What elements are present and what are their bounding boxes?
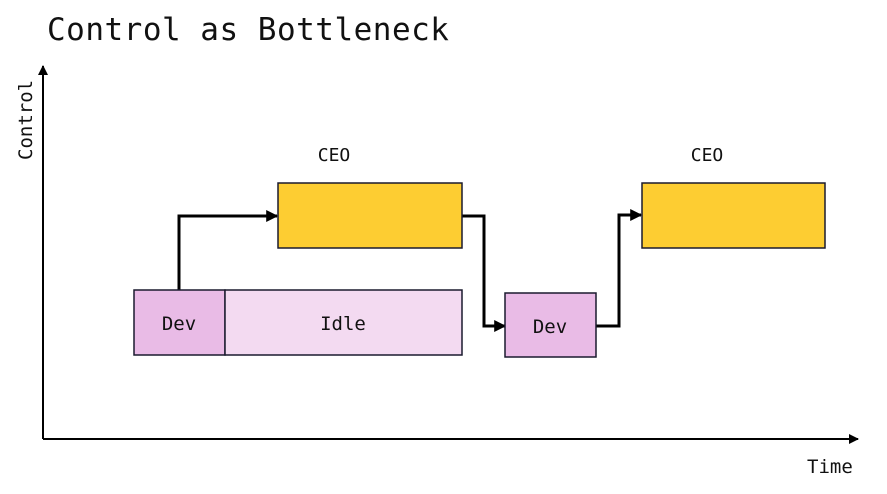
ceo-block-2	[641, 182, 826, 249]
dev-block-2	[504, 292, 597, 358]
flow-arrow-dev-to-ceo-2	[596, 209, 643, 328]
y-axis-label: Control	[15, 80, 37, 160]
idle-block	[224, 289, 463, 356]
idle-label: Idle	[320, 313, 366, 335]
dev-label-1: Dev	[162, 313, 196, 335]
ceo-label-2: CEO	[691, 145, 724, 166]
dev-block-1	[133, 289, 226, 356]
flow-arrow-ceo-to-dev	[462, 214, 507, 332]
diagram-title: Control as Bottleneck	[47, 12, 449, 48]
x-axis-label: Time	[807, 456, 853, 478]
flow-arrow-dev-to-ceo	[177, 210, 279, 290]
ceo-block-1	[277, 182, 463, 249]
dev-label-2: Dev	[533, 316, 567, 338]
ceo-label-1: CEO	[318, 145, 351, 166]
